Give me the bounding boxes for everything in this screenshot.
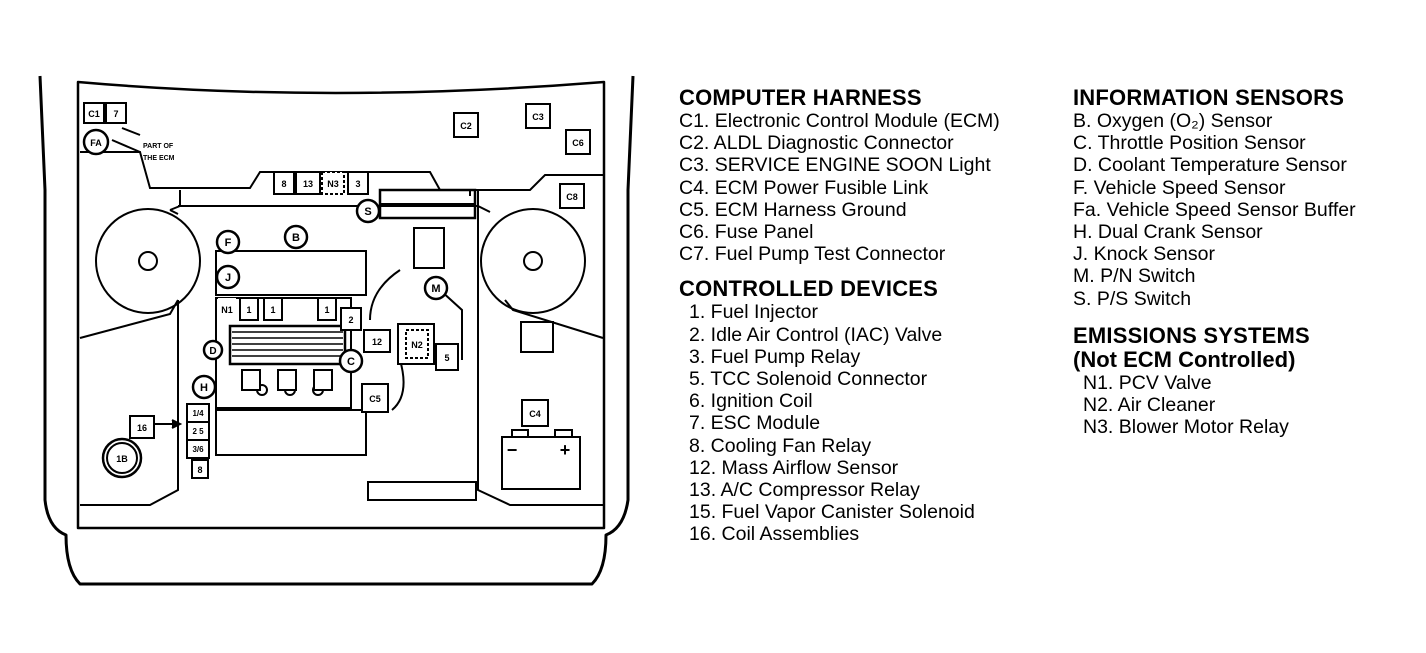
label-1a: 1 [246, 305, 251, 315]
emissions-systems-title: EMISSIONS SYSTEMS [1073, 322, 1310, 348]
legend-item: 12. Mass Airflow Sensor [689, 456, 899, 479]
legend-item: C5. ECM Harness Ground [679, 198, 907, 221]
label-3: 3 [355, 179, 360, 189]
legend-item: Fa. Vehicle Speed Sensor Buffer [1073, 198, 1356, 221]
label-8b: 8 [197, 465, 202, 475]
legend-item: J. Knock Sensor [1073, 243, 1215, 266]
label-1b2: 1 [270, 305, 275, 315]
legend-item: C3. SERVICE ENGINE SOON Light [679, 154, 991, 177]
label-c5: C5 [369, 394, 381, 404]
information-sensors-title: INFORMATION SENSORS [1073, 85, 1345, 110]
label-3-6: 3/6 [192, 445, 204, 454]
label-c7: 7 [113, 109, 118, 119]
label-s: S [364, 206, 371, 218]
legend-item: H. Dual Crank Sensor [1073, 221, 1263, 244]
legend-item: 3. Fuel Pump Relay [689, 345, 861, 368]
legend-item: 16. Coil Assemblies [689, 523, 860, 546]
label-2: 2 [348, 315, 353, 325]
legend-item: 7. ESC Module [689, 412, 821, 435]
legend-item: 1. Fuel Injector [689, 301, 818, 324]
legend-column-right: INFORMATION SENSORS B. Oxygen (O₂) Senso… [1073, 85, 1413, 439]
legend-item: N3. Blower Motor Relay [1083, 416, 1289, 439]
legend-item: C1. Electronic Control Module (ECM) [679, 110, 1000, 132]
label-n3: N3 [327, 179, 339, 189]
label-d: D [209, 346, 216, 357]
label-8: 8 [281, 179, 286, 189]
engine-compartment-diagram: C1 7 C2 C3 C6 C8 C4 C5 FA F B J M S D C … [38, 75, 635, 586]
label-c2: C2 [460, 121, 472, 131]
legend-column-left: COMPUTER HARNESS C1. Electronic Control … [679, 86, 1059, 546]
legend-item: D. Coolant Temperature Sensor [1073, 154, 1347, 177]
legend-item: C. Throttle Position Sensor [1073, 132, 1306, 155]
legend-item: B. Oxygen (O₂) Sensor [1073, 110, 1273, 132]
label-fa: FA [90, 138, 102, 148]
legend-item: 15. Fuel Vapor Canister Solenoid [689, 501, 975, 524]
legend-item: N2. Air Cleaner [1083, 394, 1216, 417]
battery-plus: + [560, 440, 571, 460]
label-1c: 1 [324, 305, 329, 315]
controlled-devices-title: CONTROLLED DEVICES [679, 276, 939, 302]
label-c6: C6 [572, 138, 584, 148]
legend-item: S. P/S Switch [1073, 287, 1192, 310]
label-c3: C3 [532, 112, 544, 122]
strut-tower-right [480, 208, 586, 314]
label-c: C [347, 356, 355, 368]
label-12: 12 [372, 337, 382, 347]
label-2-5: 2 5 [192, 427, 204, 436]
compartment-outline [76, 80, 606, 530]
ecm-note-line1: PART OF [143, 143, 174, 150]
label-j: J [225, 272, 231, 284]
label-13: 13 [303, 179, 313, 189]
label-n1: N1 [221, 305, 233, 315]
label-f: F [225, 237, 232, 249]
label-c4: C4 [529, 409, 541, 419]
label-1-4: 1/4 [192, 409, 204, 418]
plenum [228, 324, 347, 366]
computer-harness-list: C1. Electronic Control Module (ECM)C2. A… [679, 110, 1059, 265]
label-m: M [431, 283, 440, 295]
ecm-note-line2: THE ECM [143, 155, 175, 162]
label-5: 5 [444, 353, 449, 363]
legend-item: M. P/N Switch [1073, 265, 1196, 288]
label-1b: 1B [116, 454, 128, 464]
battery [501, 436, 581, 490]
legend-item: 2. Idle Air Control (IAC) Valve [689, 323, 943, 346]
legend-item: C4. ECM Power Fusible Link [679, 176, 929, 199]
computer-harness-title: COMPUTER HARNESS [679, 85, 922, 110]
label-h: H [200, 382, 208, 394]
legend-item: 13. A/C Compressor Relay [689, 479, 920, 502]
label-c8: C8 [566, 192, 578, 202]
strut-tower-left [95, 208, 201, 314]
legend-item: 6. Ignition Coil [689, 390, 813, 413]
label-b: B [292, 232, 300, 244]
label-n2: N2 [411, 340, 423, 350]
body-outline [38, 75, 635, 586]
battery-minus: − [507, 440, 518, 460]
legend-item: C2. ALDL Diagnostic Connector [679, 132, 954, 155]
label-c1: C1 [88, 109, 100, 119]
legend-item: 5. TCC Solenoid Connector [689, 368, 928, 391]
legend-item: F. Vehicle Speed Sensor [1073, 176, 1286, 199]
emissions-systems-subtitle: (Not ECM Controlled) [1073, 346, 1296, 372]
legend-item: N1. PCV Valve [1083, 371, 1212, 394]
legend-item: C7. Fuel Pump Test Connector [679, 243, 946, 266]
legend-item: C6. Fuse Panel [679, 221, 814, 244]
label-16: 16 [137, 423, 147, 433]
legend-item: 8. Cooling Fan Relay [689, 434, 872, 457]
